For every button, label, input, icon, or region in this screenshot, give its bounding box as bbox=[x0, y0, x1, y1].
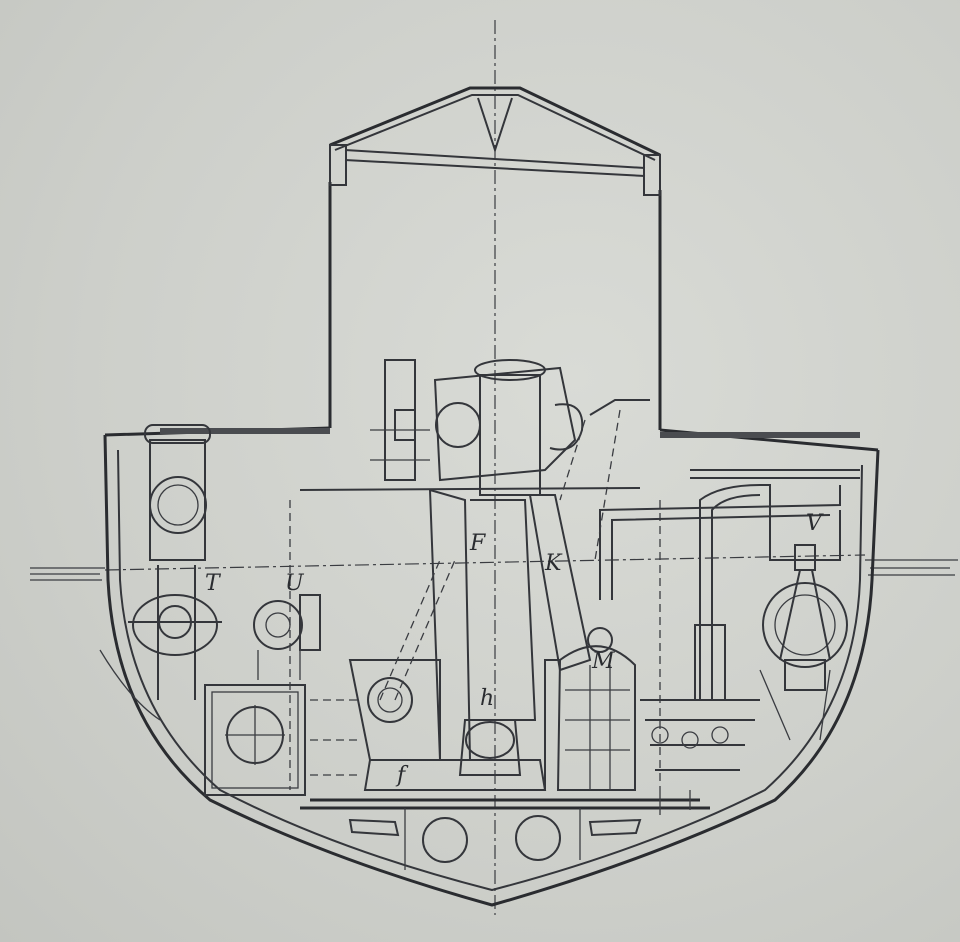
label-v: V bbox=[806, 511, 824, 536]
label-f-lower: f bbox=[395, 763, 409, 788]
port-pump-column bbox=[99, 424, 222, 721]
engine-base bbox=[348, 659, 547, 791]
pump-u bbox=[253, 594, 321, 680]
port-tank bbox=[204, 684, 360, 796]
label-u: U bbox=[285, 571, 305, 596]
label-f-upper: F bbox=[469, 531, 486, 556]
double-bottom bbox=[300, 798, 710, 870]
waterline bbox=[30, 554, 958, 581]
deck-planking bbox=[160, 428, 860, 438]
top-gear-housing bbox=[370, 359, 650, 561]
casing-house bbox=[328, 86, 662, 430]
label-m: M bbox=[591, 649, 615, 674]
label-t: T bbox=[205, 571, 222, 596]
tank-m bbox=[556, 627, 636, 791]
callout-labels: T U F K V M h f bbox=[205, 511, 824, 788]
label-h: h bbox=[480, 686, 494, 711]
label-k: K bbox=[544, 551, 563, 576]
starboard-pipes bbox=[544, 469, 860, 790]
valve-cluster bbox=[640, 699, 760, 815]
pump-v bbox=[759, 544, 848, 741]
